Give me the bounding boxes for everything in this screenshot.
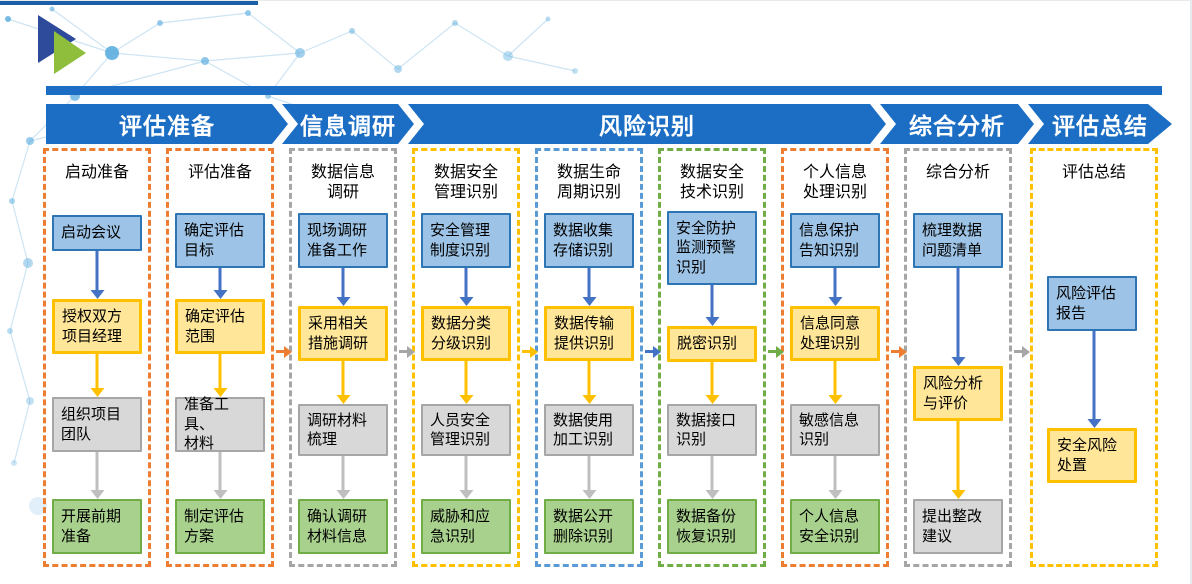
flow-box: 数据收集 存储识别: [544, 213, 634, 268]
down-arrow: [218, 452, 222, 490]
column-title: 综合分析: [925, 164, 990, 181]
flow-box: 数据接口 识别: [667, 404, 757, 456]
flow-box: 信息保护 告知识别: [790, 213, 880, 268]
flow-box: 信息同意 处理识别: [790, 306, 880, 361]
right-edge-line: [1190, 1, 1192, 584]
column-title: 数据信息 调研: [310, 164, 375, 201]
flow-box: 个人信息 安全识别: [790, 499, 880, 554]
column-data-security-mgmt: 数据安全 管理识别 安全管理 制度识别 数据分类 分级识别 人员安全 管理识别 …: [412, 148, 520, 567]
right-arrow: [1014, 350, 1022, 353]
flow-box: 威胁和应 急识别: [421, 499, 511, 554]
banner-segment-comprehensive-analysis: 综合分析: [880, 104, 1034, 144]
flow-box: 现场调研 准备工作: [298, 213, 388, 268]
flow-box: 启动会议: [52, 215, 142, 251]
flow-box: 敏感信息 识别: [790, 404, 880, 456]
down-arrow: [218, 268, 222, 290]
down-arrow: [833, 456, 837, 490]
column-assessment-prep: 评估准备 确定评估 目标 确定评估 范围 准备工具、 材料 制定评估 方案: [166, 148, 274, 567]
column-startup-prep: 启动准备 启动会议 授权双方 项目经理 组织项目 团队 开展前期 准备: [43, 148, 151, 567]
column-personal-info: 个人信息 处理识别 信息保护 告知识别 信息同意 处理识别 敏感信息 识别 个人…: [781, 148, 889, 567]
column-title: 个人信息 处理识别: [802, 164, 867, 201]
down-arrow: [833, 268, 837, 297]
column-assessment-summary: 评估总结 风险评估 报告 安全风险 处置: [1030, 148, 1158, 567]
right-arrow: [399, 350, 407, 353]
banner-label: 综合分析: [909, 113, 1005, 139]
right-arrow: [891, 350, 899, 353]
flow-box: 数据备份 恢复识别: [667, 499, 757, 554]
down-arrow: [95, 251, 99, 290]
down-arrow: [341, 456, 345, 490]
column-title: 评估总结: [1061, 164, 1126, 181]
flow-box: 梳理数据 问题清单: [913, 213, 1003, 268]
logo-triangle-blue: [38, 15, 76, 63]
flow-box: 准备工具、 材料: [175, 396, 265, 452]
down-arrow: [341, 361, 345, 395]
banner-label: 评估总结: [1052, 113, 1148, 139]
down-arrow: [218, 354, 222, 388]
banner-label: 信息调研: [300, 113, 396, 139]
down-arrow: [587, 268, 591, 297]
down-arrow: [710, 456, 714, 490]
flow-box: 组织项目 团队: [52, 397, 142, 452]
flow-box: 采用相关 措施调研: [298, 306, 388, 361]
down-arrow: [464, 268, 468, 297]
flow-box: 提出整改 建议: [913, 499, 1003, 554]
flow-box: 安全风险 处置: [1047, 428, 1137, 483]
down-arrow: [464, 361, 468, 395]
column-title: 数据安全 管理识别: [433, 164, 498, 201]
flow-box: 授权双方 项目经理: [52, 299, 142, 354]
down-arrow: [956, 268, 960, 357]
banner-segment-risk-identify: 风险识别: [408, 104, 886, 144]
banner-label: 风险识别: [599, 113, 695, 139]
flow-box: 数据公开 删除识别: [544, 499, 634, 554]
down-arrow: [1092, 331, 1096, 419]
flow-box: 确认调研 材料信息: [298, 499, 388, 554]
banner-segment-info-research: 信息调研: [282, 104, 414, 144]
flow-box: 数据分类 分级识别: [421, 306, 511, 361]
down-arrow: [95, 452, 99, 490]
column-data-lifecycle: 数据生命 周期识别 数据收集 存储识别 数据传输 提供识别 数据使用 加工识别 …: [535, 148, 643, 567]
flow-box: 风险分析 与评价: [913, 366, 1003, 421]
accent-bar: [46, 86, 1162, 95]
column-data-security-tech: 数据安全 技术识别 安全防护 监测预警 识别 脱密识别 数据接口 识别 数据备份…: [658, 148, 766, 567]
right-arrow: [645, 350, 653, 353]
down-arrow: [710, 285, 714, 317]
flow-box: 脱密识别: [667, 326, 757, 362]
down-arrow: [464, 456, 468, 490]
flow-box: 确定评估 目标: [175, 213, 265, 268]
down-arrow: [956, 421, 960, 490]
column-title: 数据生命 周期识别: [556, 164, 621, 201]
column-title: 评估准备: [187, 164, 252, 181]
down-arrow: [833, 361, 837, 395]
right-arrow: [768, 350, 776, 353]
flow-box: 调研材料 梳理: [298, 404, 388, 456]
down-arrow: [587, 456, 591, 490]
flow-box: 安全防护 监测预警 识别: [667, 211, 757, 285]
logo-triangle-green: [54, 31, 86, 74]
flow-box: 数据使用 加工识别: [544, 404, 634, 456]
banner-segment-assessment-prep: 评估准备: [46, 104, 288, 144]
down-arrow: [587, 361, 591, 395]
top-left-strip: [0, 1, 258, 5]
flow-box: 开展前期 准备: [52, 499, 142, 554]
right-arrow: [522, 350, 530, 353]
banner-label: 评估准备: [119, 113, 215, 139]
column-data-info-research: 数据信息 调研 现场调研 准备工作 采用相关 措施调研 调研材料 梳理 确认调研…: [289, 148, 397, 567]
column-title: 数据安全 技术识别: [679, 164, 744, 201]
flow-box: 确定评估 范围: [175, 299, 265, 354]
right-arrow: [276, 350, 284, 353]
column-comprehensive-analysis: 综合分析 梳理数据 问题清单 风险分析 与评价 提出整改 建议: [904, 148, 1012, 567]
flow-box: 安全管理 制度识别: [421, 213, 511, 268]
down-arrow: [341, 268, 345, 297]
flow-box: 风险评估 报告: [1047, 276, 1137, 331]
down-arrow: [710, 362, 714, 395]
flow-box: 数据传输 提供识别: [544, 306, 634, 361]
column-title: 启动准备: [64, 164, 129, 181]
down-arrow: [95, 354, 99, 388]
banner-segment-assessment-summary: 评估总结: [1028, 104, 1172, 144]
flow-box: 人员安全 管理识别: [421, 404, 511, 456]
flow-box: 制定评估 方案: [175, 499, 265, 554]
